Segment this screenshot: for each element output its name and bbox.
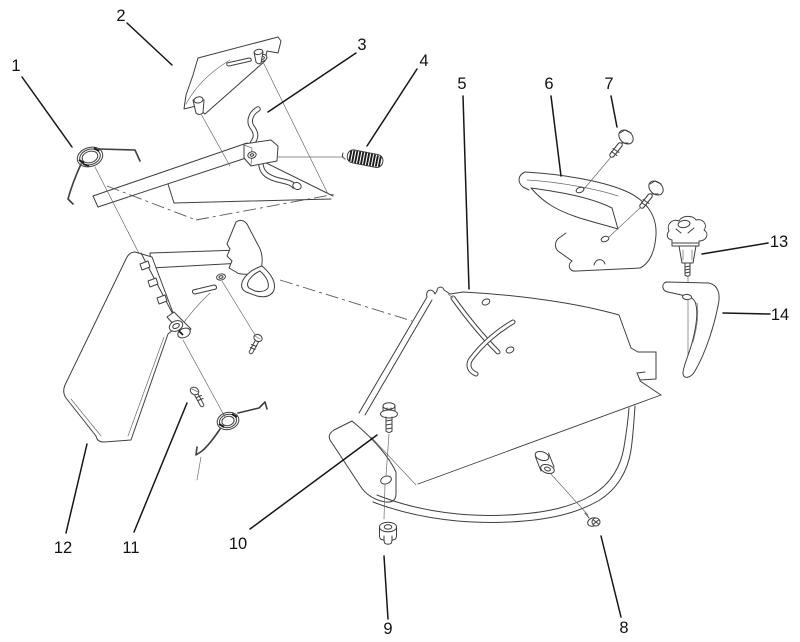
leader-line-14 — [722, 312, 771, 315]
cover-foot-flange — [328, 420, 397, 503]
leader-line-3 — [267, 52, 357, 113]
handle-hole — [682, 293, 692, 301]
screw-upper — [248, 333, 263, 355]
torsion-spring-lower — [195, 401, 268, 481]
callout-label-1: 1 — [11, 57, 20, 75]
part-13-knob — [666, 215, 708, 378]
callout-label-7: 7 — [604, 75, 613, 93]
center-weldment — [149, 219, 275, 336]
part-6-bracket — [518, 171, 657, 272]
standoff-right — [253, 48, 264, 65]
bracket-hole-lower — [600, 235, 610, 243]
trunnion-block — [243, 139, 279, 167]
cover-hole-upper — [481, 298, 491, 306]
callout-label-2: 2 — [116, 7, 125, 25]
leader-line-12 — [65, 443, 88, 534]
part-12-panel — [63, 251, 179, 443]
cover-right-tab — [630, 347, 657, 381]
bracket-hole-upper — [575, 186, 585, 194]
callout-label-12: 12 — [54, 539, 72, 557]
bushing — [216, 273, 226, 281]
leader-line-5 — [462, 95, 470, 290]
callout-label-6: 6 — [544, 75, 553, 93]
cover-hole-lower — [505, 346, 515, 354]
callout-label-4: 4 — [419, 52, 428, 70]
leader-line-11 — [133, 402, 188, 533]
leader-line-7 — [610, 95, 618, 128]
leader-line-6 — [550, 95, 562, 177]
callout-label-10: 10 — [229, 535, 247, 553]
part-7-bolt-lower — [608, 180, 664, 238]
leader-line-13 — [701, 242, 769, 255]
screw-tip — [584, 512, 590, 519]
callout-label-9: 9 — [383, 620, 392, 638]
flag-bracket — [226, 219, 275, 298]
callout-label-5: 5 — [457, 75, 466, 93]
support-bracket-sheet — [92, 142, 334, 208]
leader-line-4 — [366, 68, 418, 147]
part-4-spring — [276, 149, 384, 168]
phantom-lines — [106, 185, 413, 322]
callout-label-8: 8 — [619, 619, 628, 637]
rod-end-cap — [292, 181, 302, 191]
callout-label-3: 3 — [357, 36, 366, 54]
callout-label-14: 14 — [771, 306, 789, 324]
part-7-bolt-upper — [583, 129, 634, 190]
part-10-bolt — [380, 402, 398, 520]
standoff-left — [192, 96, 205, 115]
leader-line-10 — [249, 434, 378, 530]
part-11-screw — [189, 386, 205, 408]
cover-x-rib — [447, 293, 516, 377]
leader-line-2 — [126, 22, 173, 66]
slot — [192, 284, 217, 295]
part-8-spacer-screw — [534, 450, 601, 527]
leader-line-8 — [600, 535, 622, 618]
part-3-rod — [243, 106, 302, 191]
callout-label-11: 11 — [122, 539, 139, 557]
pivot-hub — [166, 311, 226, 418]
part-9-nut — [378, 521, 398, 545]
callout-label-13: 13 — [770, 233, 788, 251]
part-14-handle — [662, 281, 720, 378]
leader-line-1 — [21, 76, 73, 148]
part-2-bracket-plate — [183, 36, 329, 195]
leader-line-9 — [383, 555, 389, 620]
part-5-cover — [328, 286, 662, 523]
